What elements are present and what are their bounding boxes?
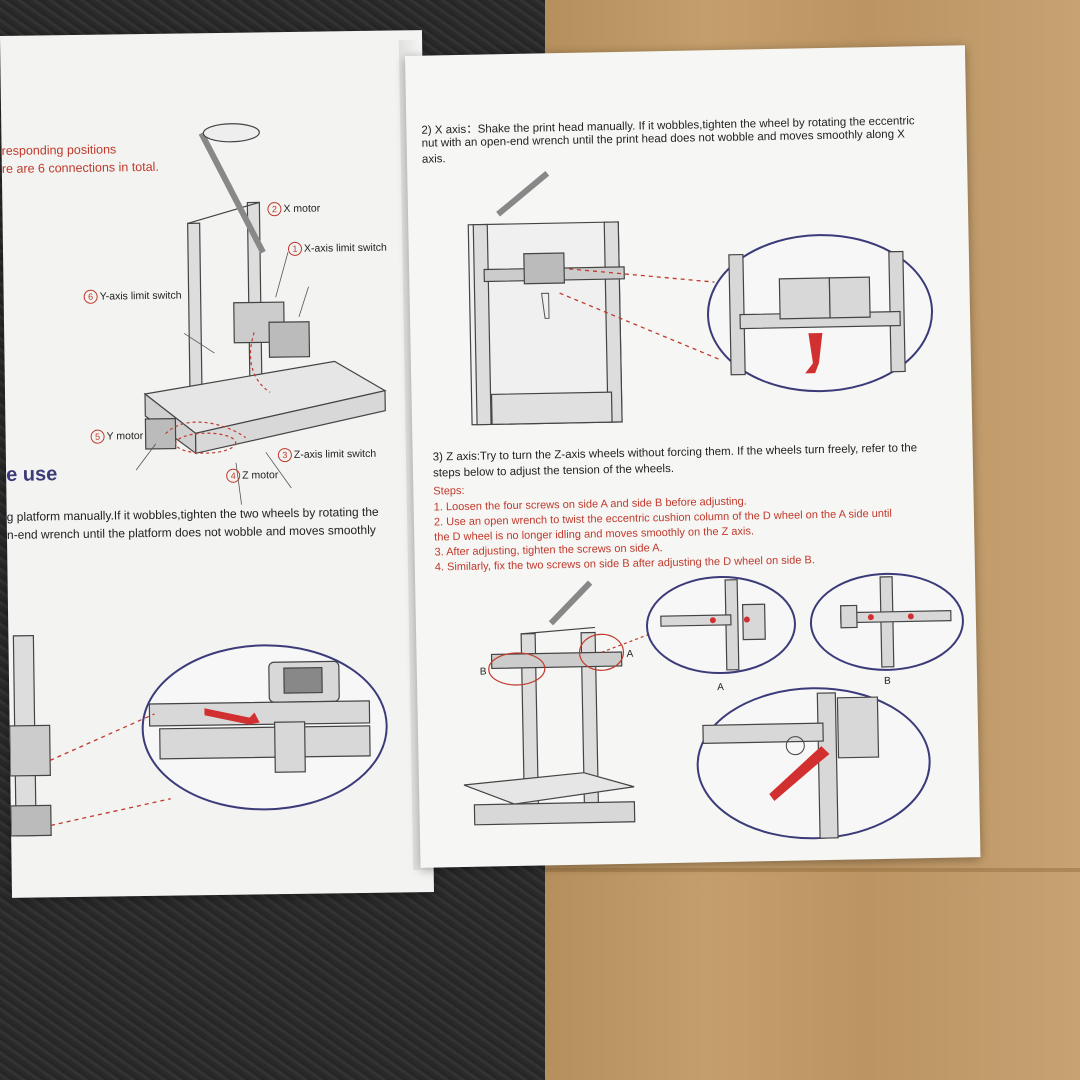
label-number: 2: [267, 202, 282, 217]
diagram-a-caption: A: [717, 682, 724, 693]
x-axis-adjustment-diagram: [467, 170, 934, 426]
section-heading-fragment: e use: [5, 463, 58, 486]
z-axis-adjustment-diagram: B A A B: [463, 572, 964, 840]
z-axis-instruction-line-2: steps below to adjust the tension of the…: [432, 462, 675, 480]
label-number: 3: [277, 447, 292, 463]
label-text: Y motor: [106, 430, 144, 443]
label-text: X-axis limit switch: [303, 241, 387, 255]
label-number: 5: [90, 429, 105, 444]
label-number: 4: [226, 468, 241, 483]
step-2-continued: the D wheel is no longer idling and move…: [434, 525, 755, 544]
step-3: 3. After adjusting, tighten the screws o…: [434, 542, 663, 559]
printer-wiring-diagram: [135, 123, 387, 505]
left-manual-page: responding positions re are 6 connection…: [0, 30, 434, 898]
label-text: Z-axis limit switch: [293, 447, 377, 461]
label-text: Z motor: [242, 469, 279, 482]
side-a-label: A: [626, 649, 633, 660]
label-text: X motor: [283, 202, 321, 216]
diagram-b-caption: B: [884, 676, 891, 687]
right-manual-page: 2) X axis：Shake the print head manually.…: [405, 45, 981, 868]
steps-title: Steps:: [433, 484, 465, 498]
label-number: 6: [83, 289, 98, 304]
paragraph-line-2: n-end wrench until the platform does not…: [6, 522, 376, 542]
z-axis-instruction-line-1: 3) Z axis:Try to turn the Z-axis wheels …: [432, 442, 918, 464]
side-b-label: B: [480, 667, 487, 678]
x-axis-instruction-line-3: axis.: [421, 153, 446, 166]
y-axis-adjustment-diagram: [9, 634, 388, 837]
label-text: Y-axis limit switch: [99, 289, 182, 303]
label-number: 1: [287, 241, 303, 256]
